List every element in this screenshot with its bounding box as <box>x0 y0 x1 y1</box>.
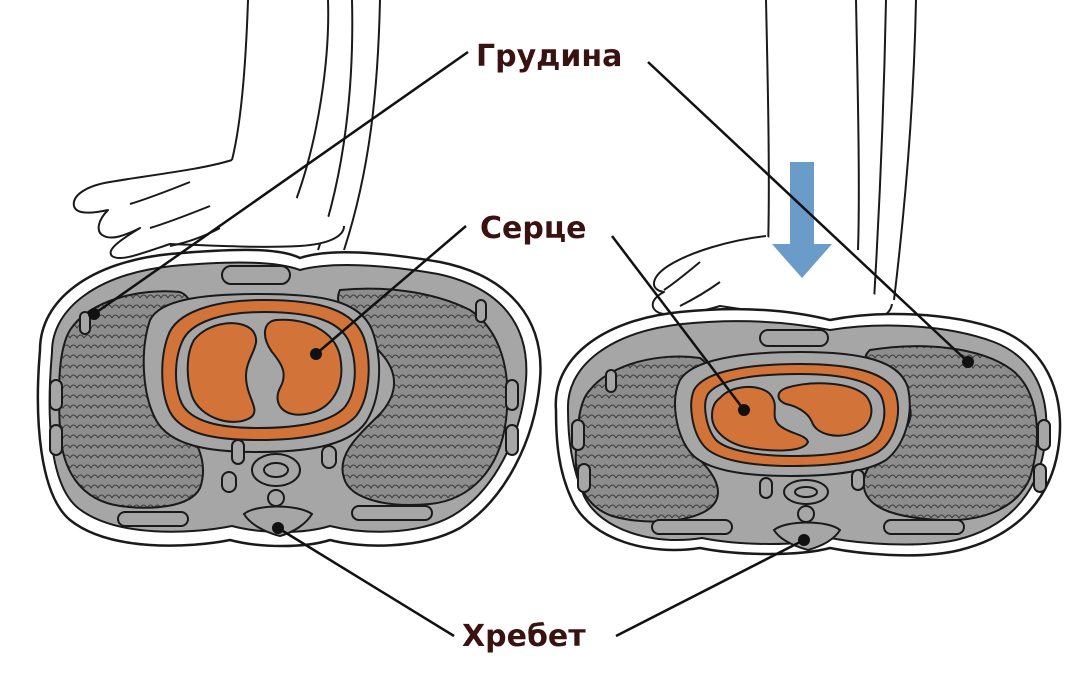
left-sternum <box>221 265 291 285</box>
left-hands <box>72 159 345 260</box>
right-sternum <box>759 329 829 347</box>
left-ribs <box>49 299 519 527</box>
left-ventricle-right <box>186 322 258 423</box>
leader-dots <box>88 308 974 546</box>
right-arm <box>765 0 917 301</box>
right-ventricle-right <box>710 386 810 452</box>
left-lung-left <box>337 287 509 506</box>
label-spine: Хребет <box>462 619 586 654</box>
left-ventricle-left <box>264 318 343 416</box>
down-arrow-icon <box>772 162 832 278</box>
right-cross-section <box>554 0 1062 557</box>
label-heart: Серце <box>480 211 586 246</box>
left-arm <box>231 0 381 251</box>
leader-lines <box>93 50 969 638</box>
label-sternum: Грудина <box>476 39 622 74</box>
right-ribs <box>571 369 1051 535</box>
right-ventricle-left <box>777 382 873 437</box>
right-hands <box>651 235 893 324</box>
left-cross-section <box>36 0 542 548</box>
